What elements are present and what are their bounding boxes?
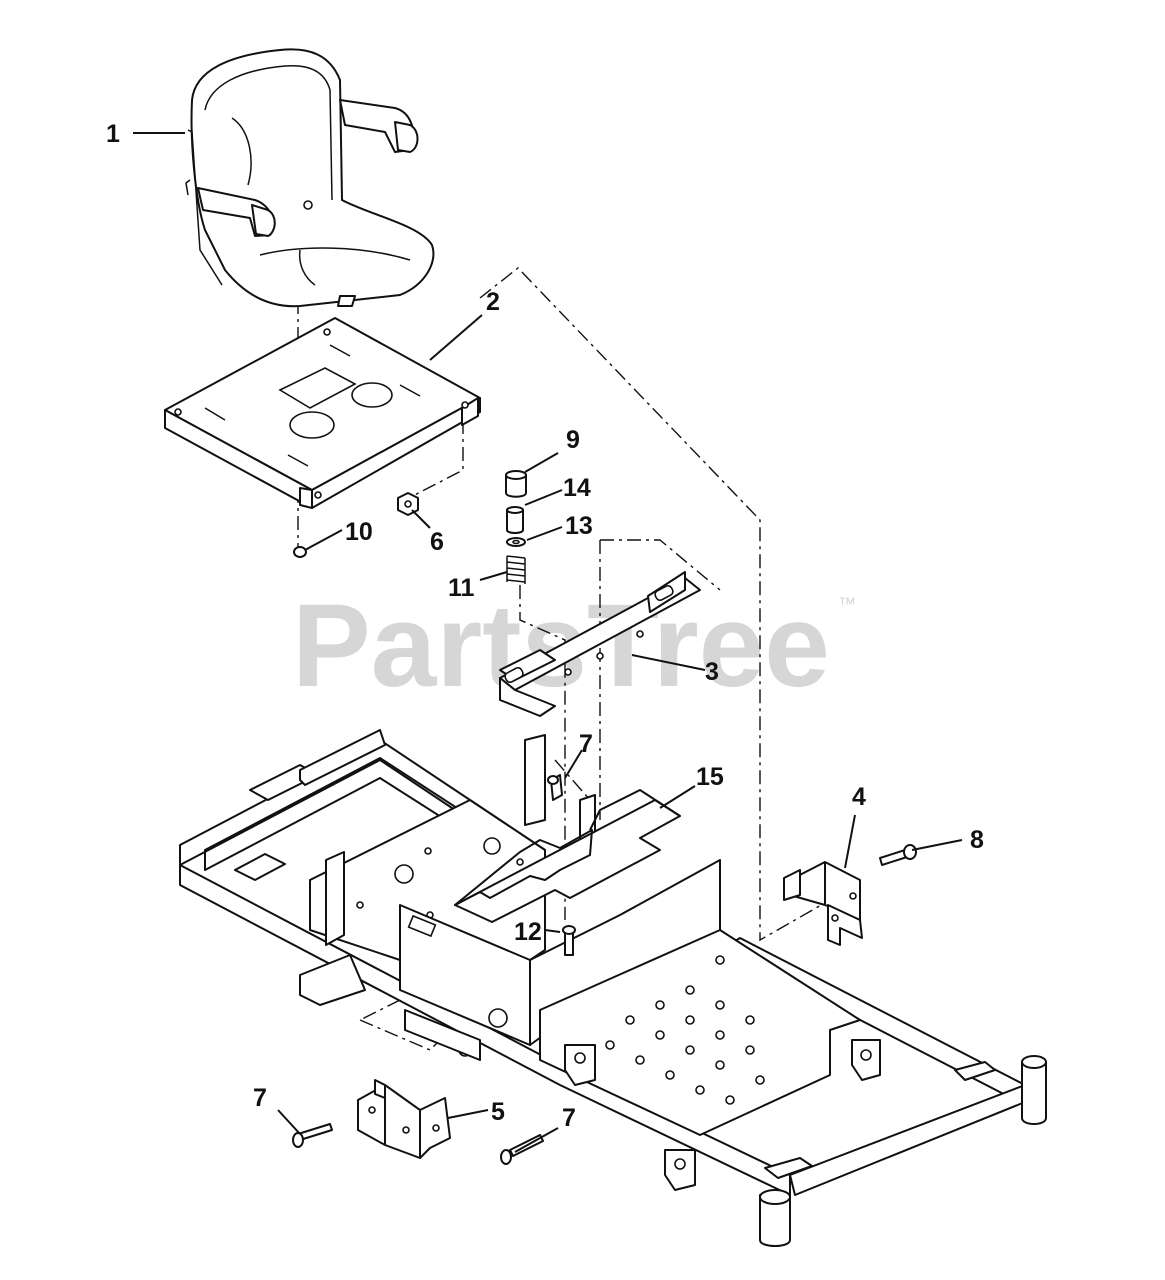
callout-7-upper: 7 bbox=[579, 730, 593, 758]
callout-12: 12 bbox=[514, 918, 542, 946]
callout-numbers: 1 2 3 4 5 6 7 7 7 8 9 10 11 12 13 14 15 bbox=[106, 120, 984, 1132]
callout-7-left: 7 bbox=[253, 1084, 267, 1112]
floor-pan-holes bbox=[605, 955, 765, 1105]
callout-7-bottom: 7 bbox=[562, 1104, 576, 1132]
alignment-lines bbox=[297, 267, 831, 1051]
nut bbox=[397, 492, 419, 516]
leader-lines bbox=[133, 132, 963, 1153]
bolt-left bbox=[292, 1123, 333, 1148]
callout-9: 9 bbox=[566, 426, 580, 454]
bolt-center bbox=[562, 925, 576, 956]
callout-2: 2 bbox=[486, 288, 500, 316]
callout-3: 3 bbox=[705, 658, 719, 686]
callout-10: 10 bbox=[345, 518, 373, 546]
cover-plate bbox=[454, 789, 681, 923]
cross-bracket bbox=[499, 571, 701, 717]
callout-5: 5 bbox=[491, 1098, 505, 1126]
bolt-upper bbox=[547, 774, 563, 801]
callout-6: 6 bbox=[430, 528, 444, 556]
callout-14: 14 bbox=[563, 474, 591, 502]
callout-1: 1 bbox=[106, 120, 120, 148]
callout-8: 8 bbox=[970, 826, 984, 854]
callout-15: 15 bbox=[696, 763, 724, 791]
callout-11: 11 bbox=[448, 574, 475, 602]
spring-stack bbox=[505, 470, 527, 584]
screw-small bbox=[293, 546, 307, 558]
bolt-right bbox=[879, 844, 917, 866]
mower-frame bbox=[179, 729, 1047, 1247]
callout-4: 4 bbox=[852, 783, 866, 811]
bracket-left bbox=[357, 1079, 451, 1159]
watermark-trademark: ™ bbox=[838, 594, 856, 614]
seat bbox=[185, 48, 435, 308]
seat-plate bbox=[164, 317, 481, 509]
callout-13: 13 bbox=[565, 512, 593, 540]
bracket-right bbox=[783, 861, 863, 946]
